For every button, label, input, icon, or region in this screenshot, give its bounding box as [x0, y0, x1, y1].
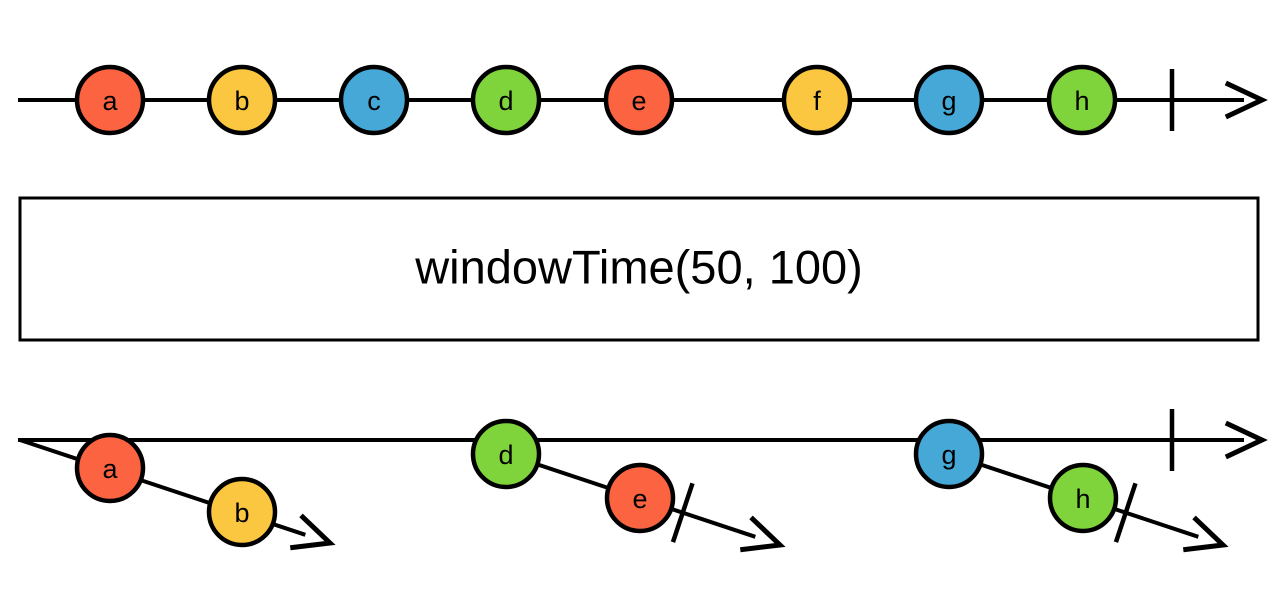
marble-circle-g [913, 418, 985, 490]
marble-circle-a [74, 432, 146, 504]
marble-label-c: c [367, 86, 381, 116]
marble-label-a: a [102, 86, 118, 116]
output-marble-g[interactable]: g [913, 418, 985, 490]
window-2-marble-e[interactable]: e [604, 462, 676, 534]
marble-circle-e [603, 64, 675, 136]
source-marble-d[interactable]: d [470, 64, 542, 136]
source-marble-f[interactable]: f [781, 64, 853, 136]
window-3-marble-h[interactable]: h [1047, 462, 1119, 534]
marble-circle-e [604, 462, 676, 534]
source-marble-group: a b c d e f g h [74, 64, 1118, 136]
window-2-arrow-head [739, 515, 786, 553]
operator-label: windowTime(50, 100) [414, 241, 863, 294]
source-marble-h[interactable]: h [1046, 64, 1118, 136]
marble-circle-h [1046, 64, 1118, 136]
source-marble-b[interactable]: b [206, 64, 278, 136]
operator-box: windowTime(50, 100) [18, 196, 1260, 342]
marble-label-d: d [498, 86, 513, 116]
source-marble-c[interactable]: c [338, 64, 410, 136]
window-1-marble-b[interactable]: b [206, 476, 278, 548]
window-1-arrow-head [289, 513, 336, 551]
marble-label-g: g [941, 86, 956, 116]
marble-label-e: e [631, 86, 646, 116]
marble-circle-g [913, 64, 985, 136]
source-arrow-head [1224, 80, 1268, 120]
marble-label-b: b [234, 86, 249, 116]
window-1-marble-a[interactable]: a [74, 432, 146, 504]
operator-box-frame [18, 196, 1260, 342]
inner-window-group: a b e h [19, 432, 1229, 553]
window-3-complete-tick [1113, 482, 1138, 543]
marble-circle-b [206, 64, 278, 136]
marble-circle-c [338, 64, 410, 136]
marble-circle-b [206, 476, 278, 548]
marble-label-b: b [234, 498, 249, 528]
source-stream: a b c d e f g h [18, 64, 1268, 136]
window-2-complete-tick [670, 482, 695, 543]
output-marble-d[interactable]: d [470, 418, 542, 490]
marble-circle-d [470, 64, 542, 136]
source-marble-g[interactable]: g [913, 64, 985, 136]
marble-label-a: a [102, 454, 118, 484]
marble-circle-a [74, 64, 146, 136]
source-marble-e[interactable]: e [603, 64, 675, 136]
marble-label-h: h [1074, 86, 1089, 116]
source-marble-a[interactable]: a [74, 64, 146, 136]
marble-circle-h [1047, 462, 1119, 534]
marble-label-e: e [632, 484, 647, 514]
output-arrow-head [1224, 420, 1268, 460]
marble-circle-d [470, 418, 542, 490]
marble-label-g: g [941, 440, 956, 470]
window-3-arrow-head [1182, 515, 1229, 553]
window-1 [19, 438, 336, 551]
marble-circle-f [781, 64, 853, 136]
marble-label-h: h [1075, 484, 1090, 514]
marble-label-d: d [498, 440, 513, 470]
marble-label-f: f [813, 86, 821, 116]
